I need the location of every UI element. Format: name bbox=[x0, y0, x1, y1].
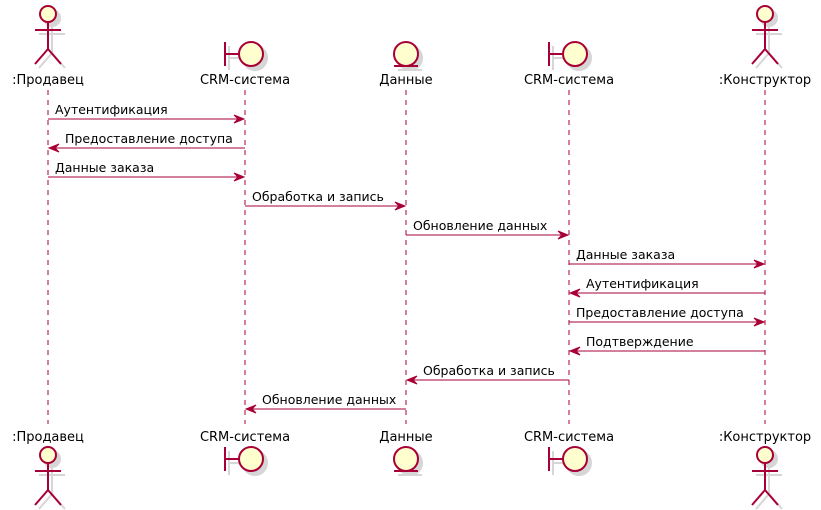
participant-label-bottom: CRM-система bbox=[524, 430, 614, 445]
entity-icon bbox=[393, 446, 423, 476]
message-arrow: Обновление данных bbox=[244, 392, 406, 414]
message-arrow: Обновление данных bbox=[406, 218, 570, 240]
arrowhead-icon bbox=[233, 172, 246, 182]
message-arrow: Обработка и запись bbox=[245, 189, 407, 211]
message-label: Аутентификация bbox=[586, 276, 699, 291]
message-label: Предоставление доступа bbox=[576, 305, 744, 320]
message-label: Подтверждение bbox=[586, 334, 694, 349]
actor-icon bbox=[34, 446, 66, 510]
participant-label-top: :Конструктор bbox=[719, 73, 811, 88]
message-label: Обновление данных bbox=[262, 392, 396, 407]
arrowhead-icon bbox=[47, 143, 60, 153]
message-label: Обработка и запись bbox=[423, 363, 555, 378]
boundary-icon bbox=[224, 41, 268, 71]
arrowhead-icon bbox=[753, 317, 766, 327]
message-label: Данные заказа bbox=[576, 247, 675, 262]
boundary-icon bbox=[224, 446, 268, 476]
arrowhead-icon bbox=[557, 230, 570, 240]
message-arrow: Аутентификация bbox=[48, 102, 246, 124]
message-arrow: Данные заказа bbox=[569, 247, 766, 269]
participant-label-bottom: Данные bbox=[379, 430, 432, 445]
message-arrow: Обработка и запись bbox=[405, 363, 569, 385]
message-arrow: Предоставление доступа bbox=[47, 131, 245, 153]
boundary-icon bbox=[548, 446, 592, 476]
message-arrow: Подтверждение bbox=[568, 334, 765, 356]
participant-figures bbox=[34, 5, 783, 510]
message-arrow: Предоставление доступа bbox=[569, 305, 766, 327]
participant-label-bottom: :Продавец bbox=[12, 430, 84, 445]
participant-label-bottom: :Конструктор bbox=[719, 430, 811, 445]
participant-label-top: CRM-система bbox=[524, 73, 614, 88]
message-label: Аутентификация bbox=[55, 102, 168, 117]
participant-labels: :Продавец:ПродавецCRM-системаCRM-система… bbox=[12, 73, 811, 445]
participant-label-bottom: CRM-система bbox=[200, 430, 290, 445]
arrowhead-icon bbox=[405, 375, 418, 385]
actor-icon bbox=[751, 5, 783, 69]
arrowhead-icon bbox=[244, 404, 257, 414]
participant-label-top: Данные bbox=[379, 73, 432, 88]
actor-icon bbox=[34, 5, 66, 69]
arrowhead-icon bbox=[568, 288, 581, 298]
boundary-icon bbox=[548, 41, 592, 71]
entity-icon bbox=[393, 41, 423, 71]
arrowhead-icon bbox=[394, 201, 407, 211]
message-label: Обновление данных bbox=[413, 218, 547, 233]
message-arrow: Данные заказа bbox=[48, 160, 246, 182]
arrowhead-icon bbox=[233, 114, 246, 124]
arrowhead-icon bbox=[568, 346, 581, 356]
message-label: Предоставление доступа bbox=[65, 131, 233, 146]
participant-label-top: CRM-система bbox=[200, 73, 290, 88]
participant-label-top: :Продавец bbox=[12, 73, 84, 88]
actor-icon bbox=[751, 446, 783, 510]
message-label: Данные заказа bbox=[55, 160, 154, 175]
arrowhead-icon bbox=[753, 259, 766, 269]
message-arrow: Аутентификация bbox=[568, 276, 765, 298]
message-label: Обработка и запись bbox=[252, 189, 384, 204]
